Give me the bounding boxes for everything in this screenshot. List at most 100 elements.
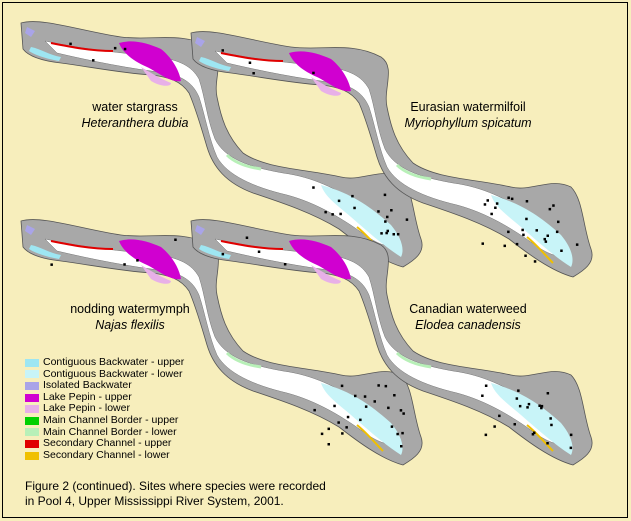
site-marker <box>327 443 330 446</box>
species-common-name: Eurasian watermilfoil <box>410 100 526 114</box>
site-marker <box>560 249 563 252</box>
legend-swatch <box>25 393 39 402</box>
site-marker <box>525 217 528 221</box>
river-maps <box>20 21 593 466</box>
lake-pepin-lower <box>311 265 341 284</box>
site-marker <box>221 49 224 52</box>
legend-item: Main Channel Border - lower <box>25 425 184 439</box>
lake-pepin-upper <box>289 239 351 280</box>
contiguous-backwater-upper <box>29 47 61 61</box>
contiguous-backwater-lower <box>491 195 573 267</box>
site-marker <box>384 384 388 388</box>
site-marker <box>557 220 560 224</box>
panel-label-2: Eurasian watermilfoil Myriophyllum spica… <box>383 99 553 131</box>
site-marker <box>312 71 315 75</box>
site-marker <box>392 233 395 236</box>
site-marker <box>493 425 496 428</box>
site-marker <box>524 254 527 257</box>
site-marker <box>393 394 396 397</box>
river-map-panel <box>190 219 593 466</box>
site-marker <box>339 212 342 216</box>
site-marker <box>546 234 549 237</box>
secondary-channel-upper <box>220 52 284 62</box>
site-marker <box>548 207 552 211</box>
legend-label: Lake Pepin - upper <box>43 390 132 403</box>
legend-item: Secondary Channel - lower <box>25 448 184 462</box>
isolated-backwater <box>25 27 35 37</box>
contiguous-backwater-upper <box>29 245 61 259</box>
site-marker <box>312 186 315 189</box>
legend-label: Contiguous Backwater - upper <box>43 356 185 368</box>
legend-swatch <box>25 405 39 414</box>
site-marker <box>337 421 340 424</box>
main-channel-border-lower <box>395 163 432 181</box>
site-marker <box>401 431 404 435</box>
species-common-name: nodding watermymph <box>70 302 190 316</box>
site-marker <box>245 236 249 239</box>
site-marker <box>498 414 501 418</box>
site-marker <box>546 442 549 445</box>
site-marker <box>248 61 252 64</box>
lake-pepin-lower <box>141 265 171 284</box>
site-marker <box>517 389 520 392</box>
site-marker <box>353 206 356 210</box>
legend-item: Isolated Backwater <box>25 380 184 392</box>
site-marker <box>483 203 487 206</box>
site-marker <box>399 409 403 412</box>
site-marker <box>540 406 543 410</box>
site-marker <box>569 433 573 437</box>
site-marker <box>402 412 405 415</box>
site-marker <box>50 263 53 266</box>
site-marker <box>385 231 388 235</box>
site-marker <box>396 432 399 436</box>
species-latin-name: Najas flexilis <box>95 318 165 332</box>
site-marker <box>313 408 316 412</box>
site-marker <box>575 243 579 246</box>
site-marker <box>333 404 336 408</box>
site-marker <box>543 237 546 241</box>
site-marker <box>507 196 510 199</box>
species-common-name: Canadian waterweed <box>409 302 527 316</box>
site-marker <box>324 210 327 214</box>
isolated-backwater <box>195 225 205 235</box>
site-marker <box>549 417 552 420</box>
secondary-channel-lower <box>526 236 554 264</box>
site-marker <box>359 418 362 422</box>
site-marker <box>400 445 403 448</box>
site-marker <box>521 228 524 232</box>
site-marker <box>123 263 126 266</box>
site-marker <box>525 200 529 203</box>
site-marker <box>490 212 493 216</box>
legend-swatch <box>25 358 39 367</box>
contiguous-backwater-upper <box>199 57 231 71</box>
site-marker <box>123 47 127 51</box>
site-marker <box>331 213 334 216</box>
legend-swatch <box>25 370 39 379</box>
site-marker <box>386 215 389 219</box>
site-marker <box>535 229 538 232</box>
site-marker <box>221 252 225 256</box>
secondary-channel-upper <box>50 42 114 52</box>
legend-label: Main Channel Border - lower <box>43 425 177 438</box>
site-marker <box>320 432 324 436</box>
site-marker <box>494 206 497 209</box>
site-marker <box>533 431 536 434</box>
site-marker <box>351 194 354 198</box>
site-marker <box>69 42 72 46</box>
species-latin-name: Myriophyllum spicatum <box>404 116 532 130</box>
legend-item: Contiguous Backwater - lower <box>25 368 184 381</box>
legend-item: Lake Pepin - lower <box>25 403 184 415</box>
legend-label: Secondary Channel - lower <box>43 448 170 461</box>
site-marker <box>503 244 506 248</box>
site-marker <box>383 193 387 197</box>
legend-label: Isolated Backwater <box>43 379 132 392</box>
site-marker <box>550 423 553 427</box>
site-marker <box>481 394 484 397</box>
site-marker <box>337 199 341 203</box>
site-marker <box>484 384 488 387</box>
site-marker <box>354 394 357 398</box>
site-marker <box>555 230 559 234</box>
site-marker <box>527 402 531 406</box>
